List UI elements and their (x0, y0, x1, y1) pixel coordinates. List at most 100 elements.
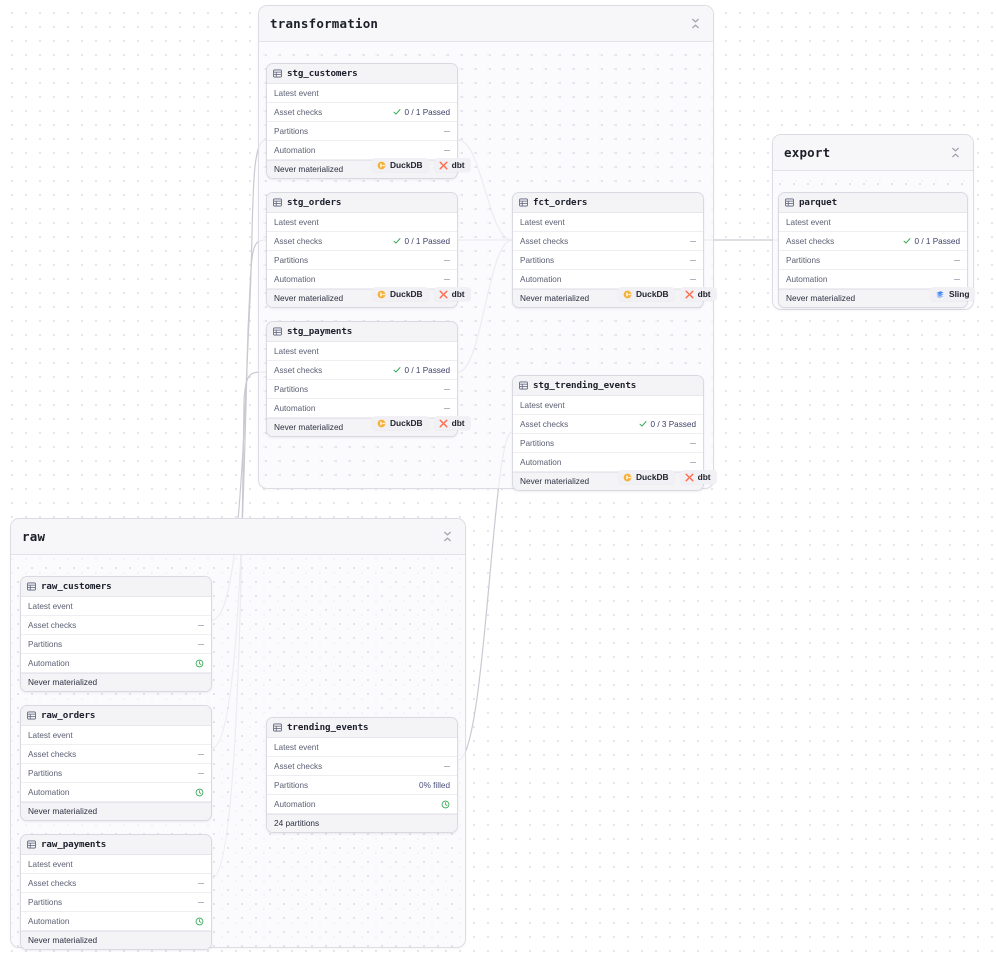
asset-node-header[interactable]: raw_orders (21, 706, 211, 726)
value-none (954, 259, 960, 261)
asset-node-header[interactable]: stg_orders (267, 193, 457, 213)
dbt-icon (439, 418, 448, 428)
value-asset-checks[interactable]: 0 / 1 Passed (393, 108, 450, 117)
value-automation[interactable] (195, 917, 204, 926)
value-asset-checks[interactable]: 0 / 3 Passed (639, 420, 696, 429)
asset-row-latest-event: Latest event (21, 726, 211, 745)
row-label: Latest event (520, 400, 565, 410)
schedule-clock-icon (195, 788, 204, 797)
row-label: Automation (786, 274, 828, 284)
collapse-group-button[interactable] (439, 529, 455, 545)
badge-duckdb[interactable]: DuckDB (372, 287, 429, 301)
value-asset-checks[interactable]: 0 / 1 Passed (903, 237, 960, 246)
duckdb-icon (377, 290, 386, 299)
collapse-group-button[interactable] (687, 16, 703, 32)
badge-label: DuckDB (636, 289, 669, 299)
value-none (198, 753, 204, 755)
asset-row-automation: Automation (267, 270, 457, 289)
asset-node-status: Never materialized (21, 931, 211, 949)
value-partitions[interactable]: 0% filled (419, 781, 450, 790)
row-label: Asset checks (28, 878, 77, 888)
asset-row-latest-event: Latest event (513, 213, 703, 232)
check-icon (639, 420, 647, 428)
badge-dbt[interactable]: dbt (433, 158, 471, 172)
asset-checks-text: 0 / 1 Passed (404, 107, 450, 117)
badge-duckdb[interactable]: DuckDB (618, 287, 675, 301)
row-label: Latest event (274, 88, 319, 98)
asset-row-partitions: Partitions (267, 251, 457, 270)
table-icon (27, 711, 36, 720)
row-label: Partitions (28, 768, 63, 778)
badge-dbt[interactable]: dbt (433, 416, 471, 430)
value-none (198, 882, 204, 884)
collapse-group-button[interactable] (947, 145, 963, 161)
row-label: Automation (28, 916, 70, 926)
badge-duckdb[interactable]: DuckDB (618, 470, 675, 484)
asset-row-automation: Automation (21, 654, 211, 673)
value-none (690, 461, 696, 463)
table-icon (273, 327, 282, 336)
asset-checks-text: 0 / 3 Passed (650, 419, 696, 429)
group-title: transformation (270, 16, 379, 31)
badge-sling[interactable]: Sling (930, 287, 976, 301)
value-automation[interactable] (195, 659, 204, 668)
row-label: Automation (28, 658, 70, 668)
asset-node-title: stg_customers (287, 68, 358, 79)
asset-node-status: Never materialized (21, 673, 211, 691)
asset-row-partitions: Partitions (267, 380, 457, 399)
value-none (198, 901, 204, 903)
group-header-raw: raw (11, 519, 465, 555)
asset-node-header[interactable]: stg_customers (267, 64, 457, 84)
asset-node-header[interactable]: fct_orders (513, 193, 703, 213)
asset-node-header[interactable]: parquet (779, 193, 967, 213)
asset-node-header[interactable]: raw_customers (21, 577, 211, 597)
row-label: Automation (274, 403, 316, 413)
asset-row-automation: Automation (267, 795, 457, 814)
value-automation[interactable] (441, 800, 450, 809)
asset-row-latest-event: Latest event (267, 342, 457, 361)
row-label: Partitions (520, 438, 555, 448)
row-label: Asset checks (274, 365, 323, 375)
table-icon (519, 381, 528, 390)
value-none (954, 278, 960, 280)
asset-node-header[interactable]: stg_trending_events (513, 376, 703, 396)
asset-checks-text: 0 / 1 Passed (914, 236, 960, 246)
asset-row-automation: Automation (267, 399, 457, 418)
asset-row-latest-event: Latest event (267, 213, 457, 232)
asset-row-automation: Automation (513, 270, 703, 289)
badge-duckdb[interactable]: DuckDB (372, 158, 429, 172)
badge-dbt[interactable]: dbt (433, 287, 471, 301)
value-none (444, 259, 450, 261)
asset-node-header[interactable]: raw_payments (21, 835, 211, 855)
row-label: Partitions (274, 255, 309, 265)
asset-node-title: stg_orders (287, 197, 342, 208)
check-icon (393, 108, 401, 116)
check-icon (393, 237, 401, 245)
duckdb-icon (623, 290, 632, 299)
value-automation[interactable] (195, 788, 204, 797)
badge-duckdb[interactable]: DuckDB (372, 416, 429, 430)
table-icon (27, 840, 36, 849)
row-label: Partitions (28, 897, 63, 907)
schedule-clock-icon (195, 917, 204, 926)
value-none (198, 643, 204, 645)
value-asset-checks[interactable]: 0 / 1 Passed (393, 366, 450, 375)
badge-dbt[interactable]: dbt (679, 470, 717, 484)
value-none (690, 442, 696, 444)
asset-node-header[interactable]: trending_events (267, 718, 457, 738)
value-asset-checks[interactable]: 0 / 1 Passed (393, 237, 450, 246)
badge-label: DuckDB (390, 418, 423, 428)
asset-checks-text: 0 / 1 Passed (404, 236, 450, 246)
row-label: Automation (28, 787, 70, 797)
asset-node-header[interactable]: stg_payments (267, 322, 457, 342)
row-label: Asset checks (274, 761, 323, 771)
asset-row-automation: Automation (779, 270, 967, 289)
badge-dbt[interactable]: dbt (679, 287, 717, 301)
